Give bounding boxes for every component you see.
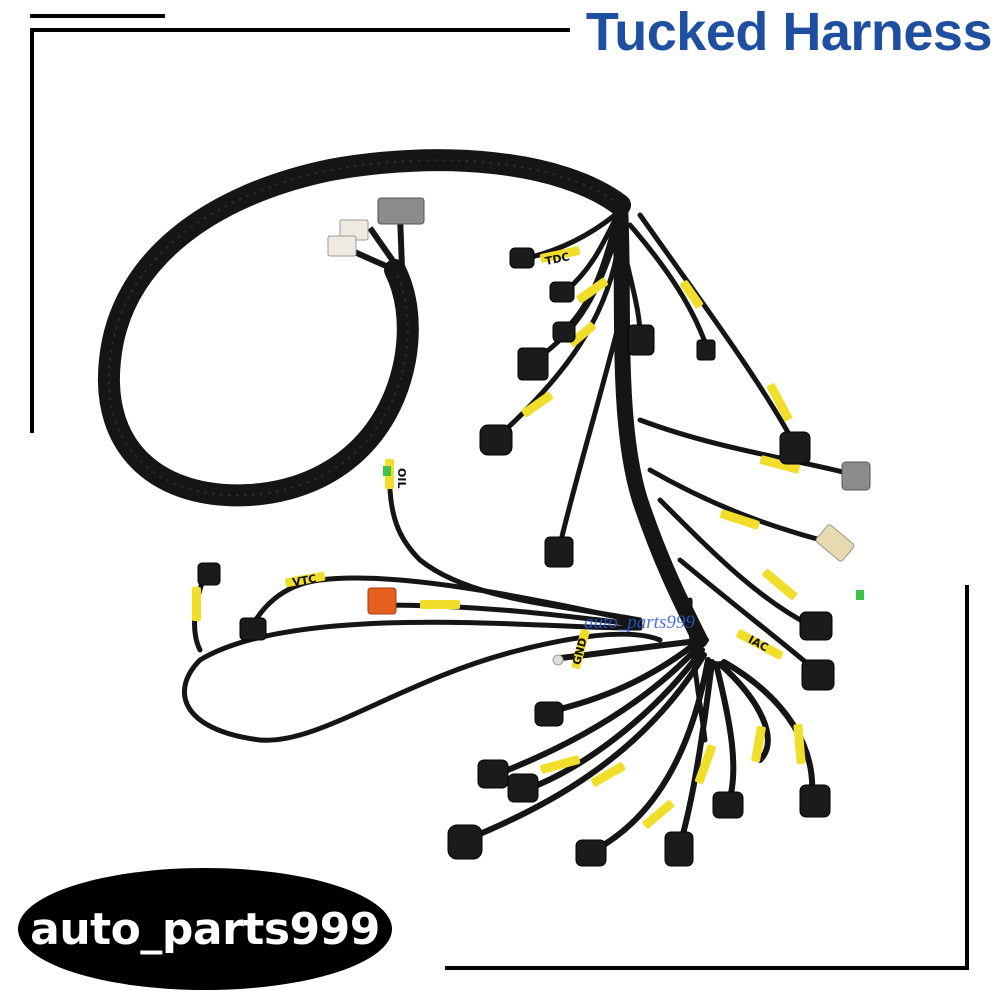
watermark-text: auto_parts999	[584, 612, 695, 633]
brand-badge: auto_parts999	[18, 868, 392, 990]
connectors	[197, 247, 835, 867]
ecu-connector-grey	[377, 197, 425, 225]
label-tdc: TDC	[544, 250, 571, 268]
ecu-connector-white-2	[327, 235, 357, 257]
label-oil: OIL	[395, 468, 408, 488]
main-trunk	[97, 149, 631, 507]
ecu-connectors	[327, 197, 425, 273]
center-bundle	[612, 197, 708, 648]
orange-sensor-plug	[367, 587, 397, 615]
green-terminal-2	[856, 590, 864, 600]
page-title: Tucked Harness	[585, 2, 993, 62]
frame-left-line	[30, 28, 34, 433]
grey-sensor-plug	[841, 461, 871, 491]
brand-badge-text: auto_parts999	[30, 903, 380, 955]
frame-top-line-right	[30, 28, 570, 32]
frame-top-line	[30, 14, 165, 18]
frame-bottom-line	[445, 966, 969, 970]
ground-ring	[552, 654, 564, 666]
tape-markers	[192, 246, 806, 829]
green-terminal	[383, 466, 391, 476]
label-vtc: VTC	[291, 572, 317, 589]
beige-sensor-plug	[815, 524, 855, 562]
frame-right-line	[965, 585, 969, 970]
